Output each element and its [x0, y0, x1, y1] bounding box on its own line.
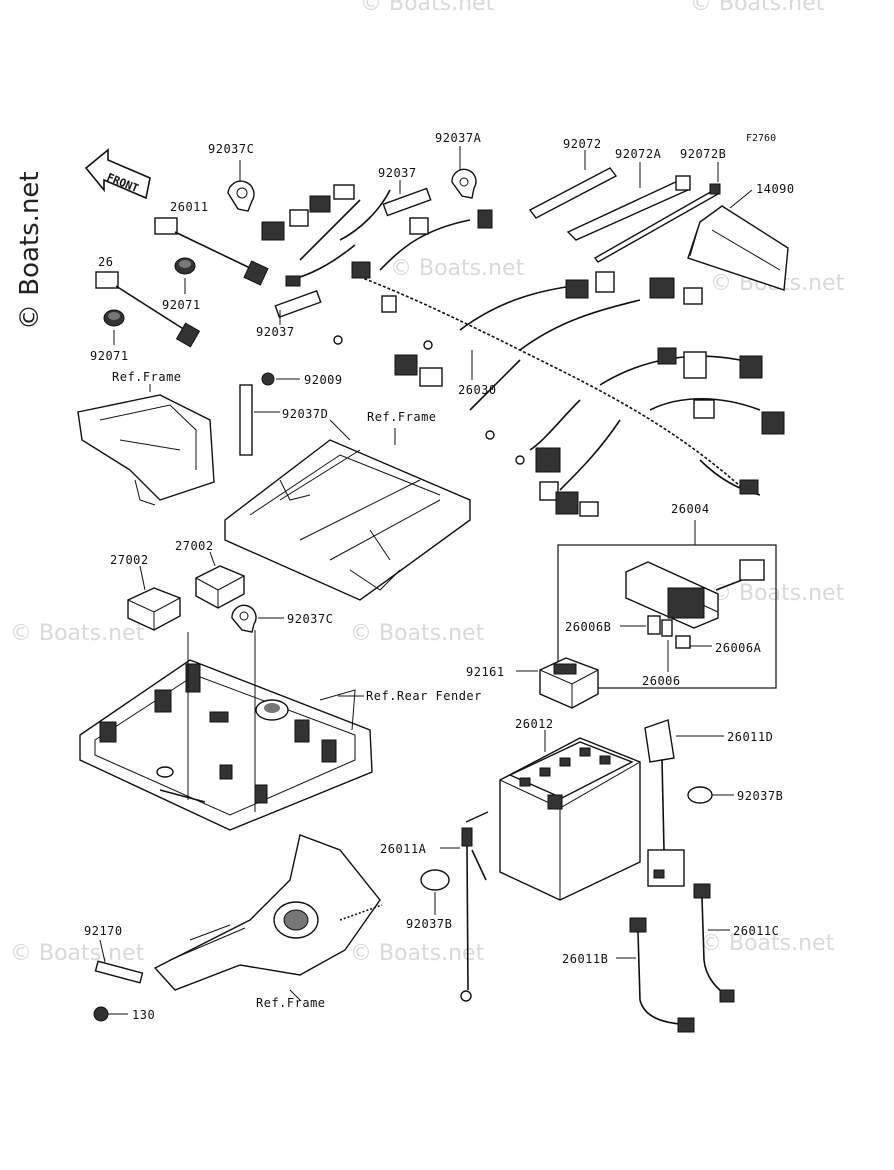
label-130: 130 — [132, 1008, 155, 1022]
side-watermark: © Boats.net — [15, 171, 45, 330]
ref-frame-3: Ref.Frame — [256, 996, 326, 1010]
label-92170: 92170 — [84, 924, 123, 938]
label-92071-a: 92071 — [162, 298, 201, 312]
label-92071-b: 92071 — [90, 349, 129, 363]
case-92161 — [516, 657, 599, 709]
tie-92072B — [593, 162, 721, 263]
cable-26011C — [693, 883, 735, 1003]
label-92037-top: 92037 — [378, 166, 417, 180]
label-92037B-right: 92037B — [737, 789, 783, 803]
watermark: © Boats.net — [350, 941, 485, 966]
label-26011D: 26011D — [727, 730, 773, 744]
label-92037A: 92037A — [435, 131, 482, 145]
label-26011C: 26011C — [733, 924, 779, 938]
cable-26011A — [440, 811, 489, 1002]
label-92009: 92009 — [304, 373, 343, 387]
relay-27002-b — [127, 565, 181, 631]
wire-lead-26011 — [154, 217, 269, 286]
label-27002-a: 27002 — [175, 539, 214, 553]
label-26004: 26004 — [671, 502, 710, 516]
label-92072B: 92072B — [680, 147, 726, 161]
label-92072A: 92072A — [615, 147, 662, 161]
clamp-92037B-right — [687, 786, 734, 804]
band-92037-mid — [274, 289, 322, 325]
battery-26012 — [499, 730, 641, 901]
box-26004 — [557, 520, 777, 689]
label-92161: 92161 — [466, 665, 505, 679]
grommet-92071-b — [103, 309, 125, 345]
front-arrow-icon: FRONT — [84, 148, 151, 200]
label-92037B-left: 92037B — [406, 917, 452, 931]
frame-lower — [153, 834, 383, 1001]
ref-frame-1: Ref.Frame — [112, 370, 182, 384]
cover-14090 — [687, 189, 789, 291]
wire-lead-26 — [95, 271, 201, 348]
figure-code: F2760 — [746, 133, 776, 144]
bolt-130 — [93, 1006, 128, 1022]
frame-center — [224, 419, 471, 601]
band-92037D — [239, 384, 280, 456]
clamp-92037C-mid — [231, 604, 284, 633]
clamp-92037A — [451, 146, 477, 199]
label-27002-b: 27002 — [110, 553, 149, 567]
label-26006: 26006 — [642, 674, 681, 688]
watermark-layer: © Boats.net © Boats.net © Boats.net © Bo… — [10, 0, 845, 966]
tie-92072A — [566, 162, 691, 241]
label-92037C-top: 92037C — [208, 142, 254, 156]
clamp-92037B-left — [420, 869, 450, 915]
cable-26011D — [644, 719, 724, 887]
label-26030: 26030 — [458, 383, 497, 397]
label-26011: 26011 — [170, 200, 209, 214]
band-92037-top — [382, 180, 432, 217]
label-26011B: 26011B — [562, 952, 608, 966]
watermark: © Boats.net — [10, 621, 145, 646]
clamp-92037C-top — [227, 160, 255, 212]
label-26012: 26012 — [515, 717, 554, 731]
watermark: © Boats.net — [360, 0, 495, 16]
label-92037-mid: 92037 — [256, 325, 295, 339]
watermark: © Boats.net — [390, 256, 525, 281]
frame-bracket-left — [77, 384, 215, 506]
watermark: © Boats.net — [710, 581, 845, 606]
rear-fender-tray — [79, 630, 373, 831]
plate-92170 — [94, 939, 144, 984]
cable-26011B — [616, 917, 695, 1033]
watermark: © Boats.net — [690, 0, 825, 16]
label-26006A: 26006A — [715, 641, 762, 655]
watermark: © Boats.net — [350, 621, 485, 646]
label-26011A: 26011A — [380, 842, 427, 856]
ref-frame-2: Ref.Frame — [367, 410, 437, 424]
watermark: © Boats.net — [700, 931, 835, 956]
relay-27002-a — [195, 551, 245, 609]
label-92037C-mid: 92037C — [287, 612, 333, 626]
grommet-92071-a — [174, 257, 196, 294]
ref-rear-fender: Ref.Rear Fender — [366, 689, 482, 703]
tie-92072 — [528, 150, 618, 219]
bolt-92009 — [261, 372, 300, 386]
label-92037D: 92037D — [282, 407, 328, 421]
label-14090: 14090 — [756, 182, 795, 196]
label-26-partial: 26 — [98, 255, 113, 269]
label-26006B: 26006B — [565, 620, 611, 634]
watermark: © Boats.net — [10, 941, 145, 966]
main-harness-26030 — [261, 184, 785, 517]
label-92072: 92072 — [563, 137, 602, 151]
